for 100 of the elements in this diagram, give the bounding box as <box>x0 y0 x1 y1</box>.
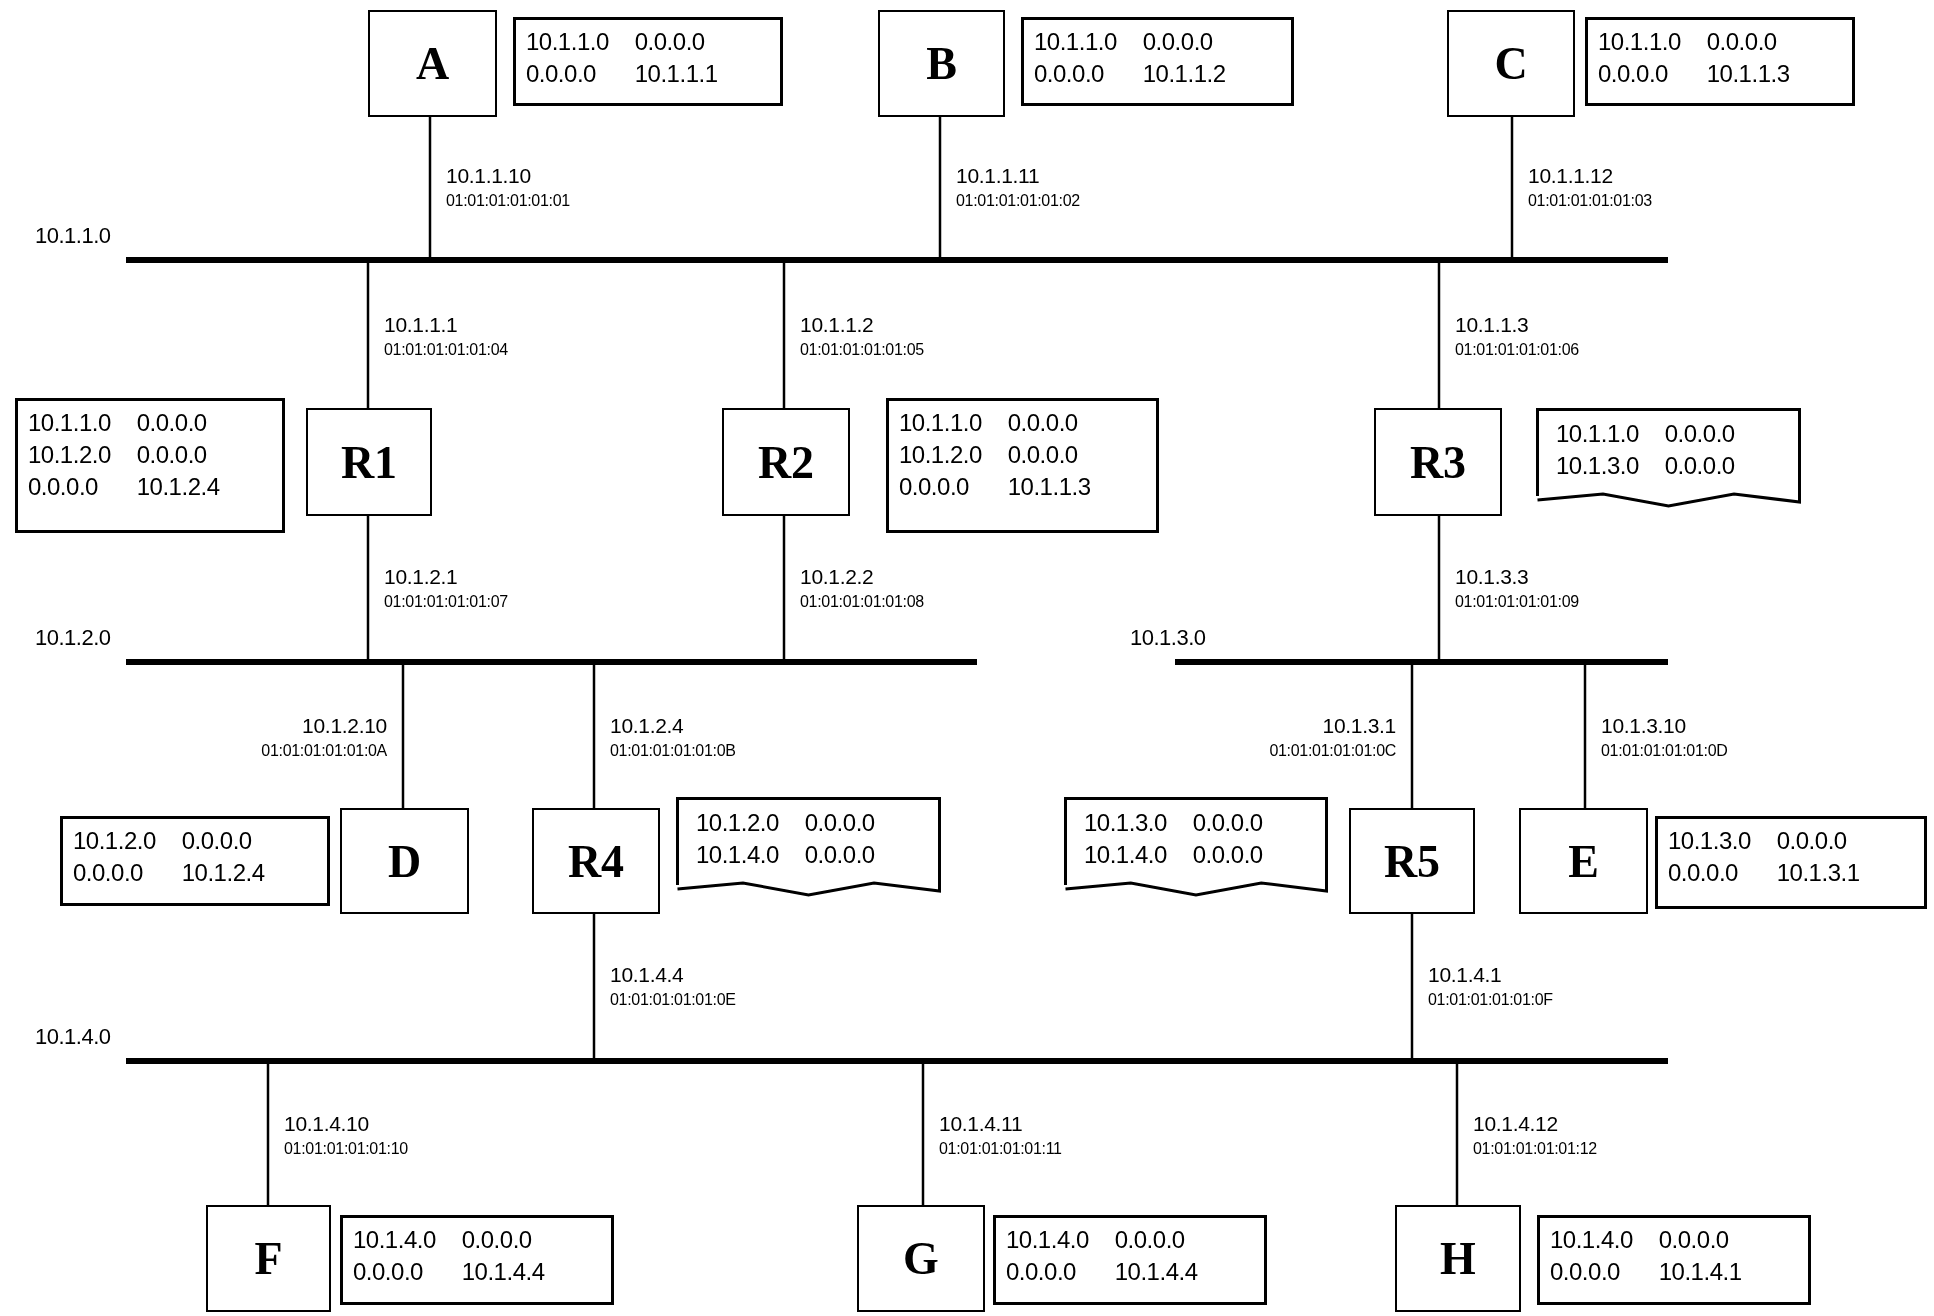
table-entry: 10.1.1.0 <box>1034 28 1117 56</box>
table-entry: 10.1.1.0 <box>1598 28 1681 56</box>
table-entry: 0.0.0.0 <box>1034 60 1105 88</box>
table-entry: 0.0.0.0 <box>1007 441 1079 469</box>
connector-line <box>1437 263 1441 408</box>
table-entry: 10.1.2.4 <box>181 859 265 887</box>
routing-table <box>1064 797 1328 897</box>
routing-table <box>340 1215 614 1305</box>
table-entry: 0.0.0.0 <box>136 409 208 437</box>
network-device-box: R2 <box>722 408 850 516</box>
table-entry: 10.1.4.0 <box>353 1226 436 1254</box>
connector-line <box>401 665 405 808</box>
connector-line <box>782 263 786 408</box>
table-entry: 10.1.2.0 <box>28 441 111 469</box>
network-device-box: A <box>368 10 497 117</box>
table-entry: 10.1.1.1 <box>634 60 718 88</box>
connector-line <box>366 263 370 408</box>
table-entry: 0.0.0.0 <box>73 859 144 887</box>
network-bus <box>126 257 1668 263</box>
table-entry: 0.0.0.0 <box>136 441 208 469</box>
table-entry: 10.1.3.1 <box>1776 859 1860 887</box>
table-entry: 10.1.1.0 <box>28 409 111 437</box>
table-entry: 0.0.0.0 <box>1142 28 1214 56</box>
connector-line <box>592 665 596 808</box>
network-device-box: R4 <box>532 808 660 914</box>
network-device-box: H <box>1395 1205 1521 1312</box>
connector-line <box>938 117 942 257</box>
table-entry: 0.0.0.0 <box>461 1226 533 1254</box>
routing-table <box>513 17 783 106</box>
table-entry: 0.0.0.0 <box>1550 1258 1621 1286</box>
table-entry: 0.0.0.0 <box>1776 827 1848 855</box>
network-address: 10.1.1.0 <box>35 223 111 249</box>
table-entry: 10.1.4.0 <box>1550 1226 1633 1254</box>
table-entry: 0.0.0.0 <box>1706 28 1778 56</box>
table-entry: 0.0.0.0 <box>181 827 253 855</box>
table-entry: 0.0.0.0 <box>353 1258 424 1286</box>
table-entry: 10.1.4.4 <box>461 1258 545 1286</box>
connector-line <box>1510 117 1514 257</box>
table-entry: 10.1.4.0 <box>1084 841 1167 869</box>
connector-line <box>1410 665 1414 808</box>
routing-table <box>15 398 285 533</box>
table-entry: 0.0.0.0 <box>804 841 875 869</box>
routing-table <box>886 398 1159 533</box>
table-entry: 0.0.0.0 <box>1664 420 1735 448</box>
routing-table <box>60 816 330 906</box>
routing-table <box>1537 1215 1811 1305</box>
connector-line <box>266 1064 270 1205</box>
network-address: 10.1.4.0 <box>35 1024 111 1050</box>
network-bus <box>126 659 977 665</box>
routing-table <box>1585 17 1855 106</box>
table-entry: 10.1.2.0 <box>73 827 156 855</box>
routing-table <box>1021 17 1294 106</box>
table-entry: 10.1.4.4 <box>1114 1258 1198 1286</box>
connector-line <box>428 117 432 257</box>
network-device-box: R1 <box>306 408 432 516</box>
network-device-box: G <box>857 1205 985 1312</box>
table-entry: 10.1.3.0 <box>1668 827 1751 855</box>
routing-table <box>1536 408 1801 508</box>
network-device-box: B <box>878 10 1005 117</box>
table-entry: 0.0.0.0 <box>899 473 970 501</box>
table-entry: 10.1.1.3 <box>1007 473 1091 501</box>
network-bus <box>126 1058 1668 1064</box>
network-device-box: R3 <box>1374 408 1502 516</box>
network-device-box: F <box>206 1205 331 1312</box>
table-entry: 10.1.1.3 <box>1706 60 1790 88</box>
table-entry: 10.1.1.2 <box>1142 60 1226 88</box>
table-entry: 0.0.0.0 <box>1192 809 1263 837</box>
table-entry: 10.1.2.0 <box>696 809 779 837</box>
table-entry: 0.0.0.0 <box>1006 1258 1077 1286</box>
routing-table <box>676 797 941 897</box>
table-entry: 0.0.0.0 <box>804 809 875 837</box>
table-entry: 10.1.3.0 <box>1084 809 1167 837</box>
table-entry: 0.0.0.0 <box>1598 60 1669 88</box>
table-entry: 0.0.0.0 <box>1192 841 1263 869</box>
table-entry: 0.0.0.0 <box>1668 859 1739 887</box>
routing-table <box>1655 816 1927 909</box>
network-address: 10.1.2.0 <box>35 625 111 651</box>
table-entry: 0.0.0.0 <box>634 28 706 56</box>
table-entry: 0.0.0.0 <box>526 60 597 88</box>
table-entry: 10.1.2.4 <box>136 473 220 501</box>
connector-line <box>592 914 596 1058</box>
table-entry: 10.1.1.0 <box>899 409 982 437</box>
connector-line <box>1455 1064 1459 1205</box>
network-device-box: E <box>1519 808 1648 914</box>
routing-table <box>993 1215 1267 1305</box>
network-device-box: C <box>1447 10 1575 117</box>
table-entry: 0.0.0.0 <box>28 473 99 501</box>
connector-line <box>1410 914 1414 1058</box>
table-entry: 10.1.1.0 <box>526 28 609 56</box>
table-entry: 0.0.0.0 <box>1007 409 1079 437</box>
table-entry: 10.1.2.0 <box>899 441 982 469</box>
network-device-box: D <box>340 808 469 914</box>
table-entry: 10.1.4.1 <box>1658 1258 1742 1286</box>
network-device-box: R5 <box>1349 808 1475 914</box>
connector-line <box>921 1064 925 1205</box>
table-entry: 10.1.3.0 <box>1556 452 1639 480</box>
connector-line <box>782 516 786 659</box>
table-entry: 0.0.0.0 <box>1658 1226 1730 1254</box>
connector-line <box>1583 665 1587 808</box>
table-entry: 0.0.0.0 <box>1664 452 1735 480</box>
